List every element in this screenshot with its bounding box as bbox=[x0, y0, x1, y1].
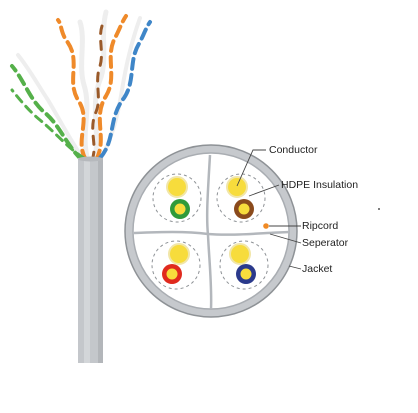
cable-jacket-cut-edge bbox=[78, 156, 103, 162]
conductor-blue bbox=[240, 268, 252, 280]
label-conductor: Conductor bbox=[269, 144, 318, 156]
conductor-brown bbox=[238, 203, 250, 215]
pair-top-left-guide bbox=[152, 173, 202, 223]
stray-dot bbox=[378, 208, 380, 210]
conductor-top-left-a bbox=[166, 176, 188, 198]
cable-side-view bbox=[10, 9, 152, 363]
conductor-top-right-a bbox=[226, 176, 248, 198]
cable-jacket-highlight bbox=[84, 158, 90, 363]
wire-white-1 bbox=[77, 19, 91, 163]
leader-separator bbox=[269, 233, 302, 244]
separator-horizontal bbox=[133, 230, 290, 236]
label-separator: Seperator bbox=[302, 237, 349, 249]
label-insulation: HDPE Insulation bbox=[281, 179, 358, 191]
cable-cross-section bbox=[124, 144, 298, 318]
pair-bottom-right-guide bbox=[219, 240, 269, 290]
wire-blue-1 bbox=[98, 20, 152, 160]
pair-top-right bbox=[216, 173, 266, 223]
twisted-pairs bbox=[10, 9, 152, 163]
pair-bottom-left-guide bbox=[151, 240, 201, 290]
wire-white-2 bbox=[92, 9, 109, 163]
conductor-bottom-right-a bbox=[229, 243, 251, 265]
pair-top-left bbox=[152, 173, 202, 223]
pair-bottom-right bbox=[219, 240, 269, 290]
leader-jacket bbox=[288, 265, 302, 270]
callout-lines bbox=[236, 149, 302, 270]
label-jacket: Jacket bbox=[302, 263, 332, 275]
leader-insulation bbox=[248, 184, 280, 197]
label-ripcord: Ripcord bbox=[302, 220, 338, 232]
wire-white-3 bbox=[16, 53, 86, 162]
wire-brown-1 bbox=[90, 24, 104, 162]
wire-orange-2 bbox=[94, 14, 128, 162]
leader-conductor bbox=[236, 149, 266, 187]
pair-bottom-left bbox=[151, 240, 201, 290]
wire-orange-1 bbox=[56, 18, 88, 162]
conductor-green bbox=[174, 203, 186, 215]
conductor-bottom-left-a bbox=[168, 243, 190, 265]
pair-top-right-guide bbox=[216, 173, 266, 223]
cable-jacket-shadow bbox=[98, 158, 103, 363]
cross-separator bbox=[133, 154, 290, 310]
callout-labels: Conductor HDPE Insulation Ripcord Sepera… bbox=[269, 144, 358, 275]
wire-green-2 bbox=[10, 88, 86, 160]
ripcord-dot bbox=[263, 223, 269, 229]
conductor-red bbox=[166, 268, 178, 280]
